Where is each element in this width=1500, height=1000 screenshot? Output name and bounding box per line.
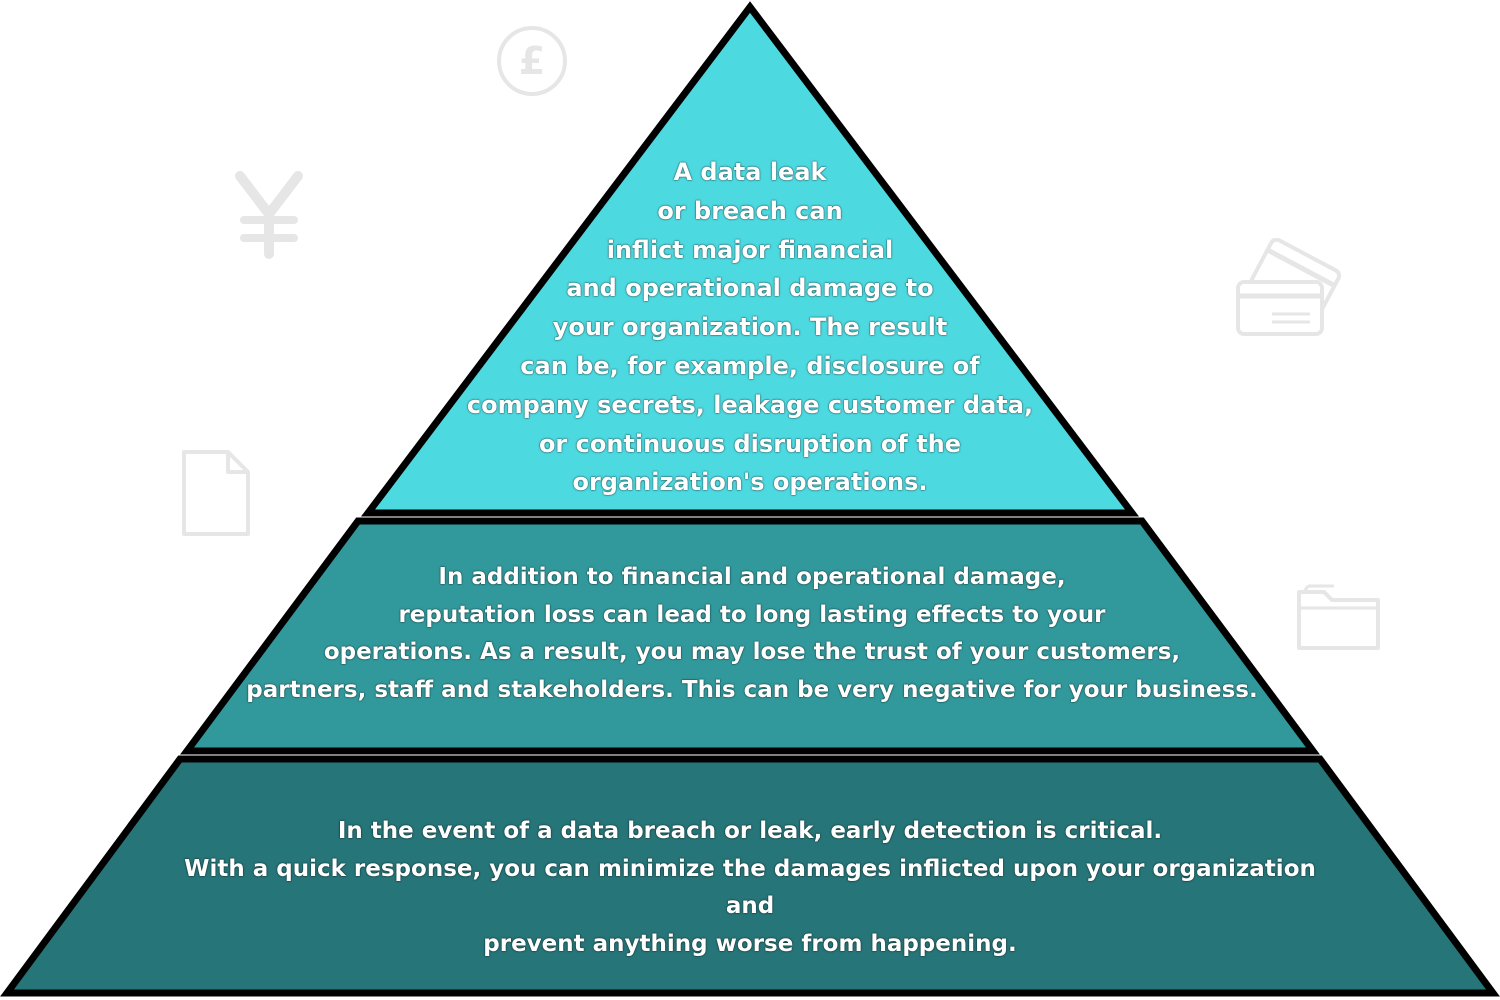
tier-top-line: can be, for example, disclosure of xyxy=(520,351,980,380)
tier-bottom-line: In the event of a data breach or leak, e… xyxy=(337,818,1163,844)
tier-top-line: your organization. The result xyxy=(552,313,948,342)
tier-bottom-text: In the event of a data breach or leak, e… xyxy=(150,813,1350,964)
tier-bottom-line: With a quick response, you can minimize … xyxy=(184,855,1316,882)
tier-top-line: company secrets, leakage customer data, xyxy=(466,390,1034,419)
tier-middle xyxy=(180,517,1320,755)
tier-top-line: A data leak xyxy=(673,158,827,186)
tier-middle-text: In addition to financial and operational… xyxy=(200,559,1304,710)
tier-middle-line: operations. As a result, you may lose th… xyxy=(323,639,1181,666)
tier-middle-line: In addition to financial and operational… xyxy=(438,564,1066,590)
tier-bottom xyxy=(0,755,1500,997)
tier-top-line: organization's operations. xyxy=(572,468,928,497)
credit-card-icon xyxy=(1236,238,1342,336)
tier-top-text: A data leak or breach can inflict major … xyxy=(450,153,1050,502)
tier-top-line: or breach can xyxy=(657,196,843,225)
tier-bottom-line: prevent anything worse from happening. xyxy=(483,931,1017,958)
yen-icon xyxy=(235,171,303,259)
tier-top-line: inflict major financial xyxy=(606,235,894,264)
pound-coin-icon: £ xyxy=(497,26,567,96)
svg-text:£: £ xyxy=(519,39,545,83)
tier-middle-line: partners, staff and stakeholders. This c… xyxy=(246,677,1258,704)
tier-bottom-line: and xyxy=(725,893,775,920)
document-icon xyxy=(182,450,250,536)
folder-icon xyxy=(1297,584,1380,650)
tier-middle-line: reputation loss can lead to long lasting… xyxy=(398,601,1106,628)
tier-top-line: and operational damage to xyxy=(566,274,934,303)
tier-top xyxy=(360,1,1140,517)
tier-top-line: or continuous disruption of the xyxy=(538,429,962,458)
